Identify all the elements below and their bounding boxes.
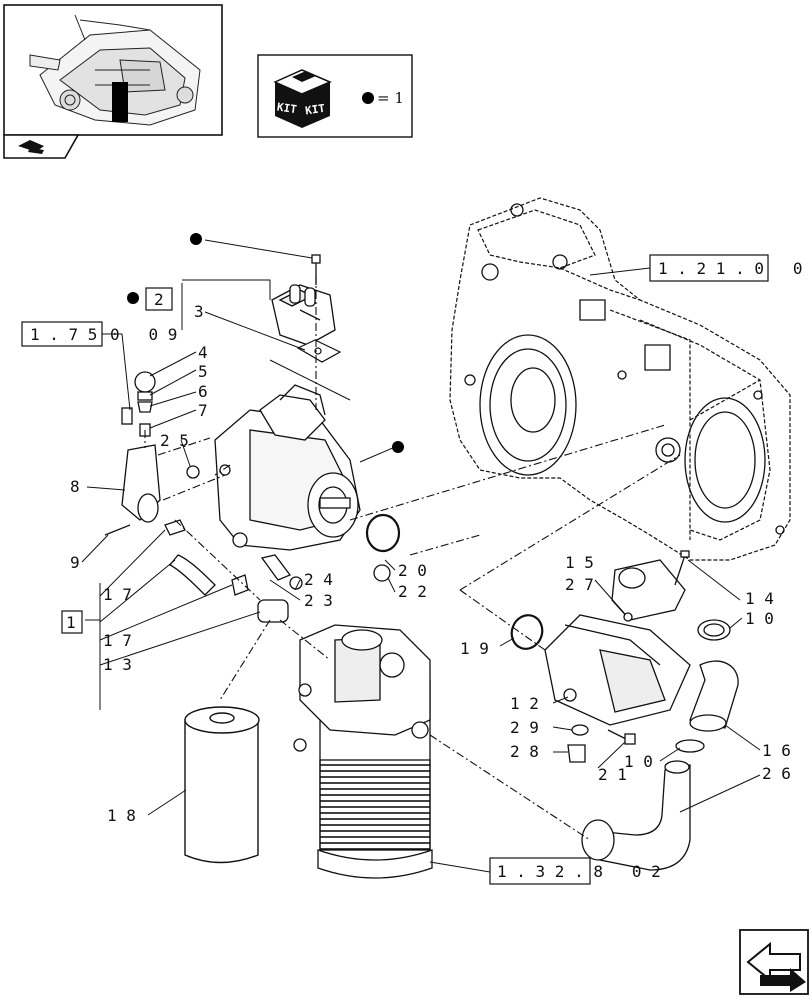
callout-20: 2 0 (398, 561, 427, 580)
leader-lines (81, 239, 761, 873)
valve-block (271, 284, 336, 346)
kit-label-right: KIT (304, 102, 326, 118)
kit-label-left: KIT (276, 101, 298, 117)
callout-4: 4 (198, 343, 208, 362)
ref-box-1-32-label: 1 . 3 2 . 8 0 2 (497, 862, 661, 881)
kit-equals-label: = 1 (377, 89, 404, 107)
callout-7: 7 (198, 401, 208, 420)
thumbnail-frame (3, 4, 223, 136)
callout-13: 1 3 (103, 655, 132, 674)
return-arrow-icon (746, 941, 806, 992)
return-arrow-button[interactable] (739, 929, 809, 995)
highlight-marker (112, 82, 128, 122)
ref-box-1[interactable]: 1 (61, 610, 83, 634)
ref-box-1-75-label: 1 . 7 5 (30, 325, 97, 344)
ref-box-1-21[interactable]: 1 . 2 1 . 0 0 (649, 254, 803, 282)
ref-box-1-32[interactable]: 1 . 3 2 . 8 0 2 (489, 857, 661, 885)
callout-18: 1 8 (107, 806, 136, 825)
oring-20 (365, 513, 401, 553)
callout-numbers: 3 4 5 6 7 2 5 8 9 1 7 1 7 1 3 2 4 2 3 2 … (70, 302, 791, 825)
kit-dot-3 (392, 441, 404, 453)
left-fittings (104, 371, 391, 623)
callout-22: 2 2 (398, 582, 427, 601)
kit-dot-icon (362, 92, 374, 104)
ref-box-2[interactable]: 2 (145, 287, 173, 311)
kit-legend: KIT KIT = 1 (257, 54, 413, 138)
callout-12: 1 2 (510, 694, 539, 713)
filter-housing (293, 624, 433, 879)
callout-15: 1 5 (565, 553, 594, 572)
ref-box-1-75[interactable]: 1 . 7 5 0 0 9 (21, 321, 177, 347)
clamp-10b (675, 739, 705, 753)
ref-box-1-21-label: 1 . 2 1 . 0 0 (658, 259, 803, 278)
adapter-15 (611, 550, 690, 621)
callout-27: 2 7 (565, 575, 594, 594)
callout-10a: 1 0 (745, 609, 774, 628)
callout-25: 2 5 (160, 431, 189, 450)
callout-28: 2 8 (510, 742, 539, 761)
oil-cooler-12 (544, 614, 691, 726)
callout-9: 9 (70, 553, 80, 572)
gasket-3 (296, 339, 342, 363)
filter-cartridge-18 (184, 706, 260, 864)
callout-29: 2 9 (510, 718, 539, 737)
callout-16: 1 6 (762, 741, 791, 760)
callout-26: 2 6 (762, 764, 791, 783)
callout-10b: 1 0 (624, 752, 653, 771)
callout-14: 1 4 (745, 589, 774, 608)
small-parts-right (567, 612, 636, 763)
hydraulic-pump (214, 384, 361, 551)
transmission-housing (449, 197, 791, 561)
elbow-pipe-26 (581, 760, 691, 871)
callout-17b: 1 7 (103, 631, 132, 650)
kit-box-icon: KIT KIT (273, 69, 332, 128)
tractor-transmission-thumbnail (29, 14, 201, 126)
section-tab[interactable] (3, 134, 80, 159)
housing-detail-lines (464, 203, 785, 535)
section-tab-icon (18, 140, 44, 154)
kit-dots (127, 233, 404, 453)
hose-16 (689, 660, 739, 732)
hose-clamp-10 (697, 619, 731, 641)
callout-8: 8 (70, 477, 80, 496)
ref-box-1-75-suffix: 0 0 9 (110, 325, 177, 344)
callout-24: 2 4 (304, 570, 333, 589)
kit-dot-2 (127, 292, 139, 304)
callout-19: 1 9 (460, 639, 489, 658)
connection-lines (144, 275, 681, 841)
kit-dot-1 (190, 233, 202, 245)
callout-3: 3 (194, 302, 204, 321)
callout-17a: 1 7 (103, 585, 132, 604)
callout-21: 2 1 (598, 765, 627, 784)
callout-5: 5 (198, 362, 208, 381)
callout-23: 2 3 (304, 591, 333, 610)
ref-box-1-label: 1 (66, 613, 76, 632)
ref-box-2-label: 2 (154, 290, 164, 309)
callout-6: 6 (198, 382, 208, 401)
